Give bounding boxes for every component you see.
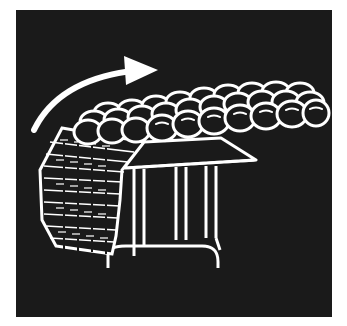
illustration-panel bbox=[16, 10, 332, 317]
rolled-segments bbox=[74, 82, 329, 144]
draped-cloth bbox=[40, 128, 144, 254]
tablecloth-roll-icon bbox=[16, 10, 332, 317]
